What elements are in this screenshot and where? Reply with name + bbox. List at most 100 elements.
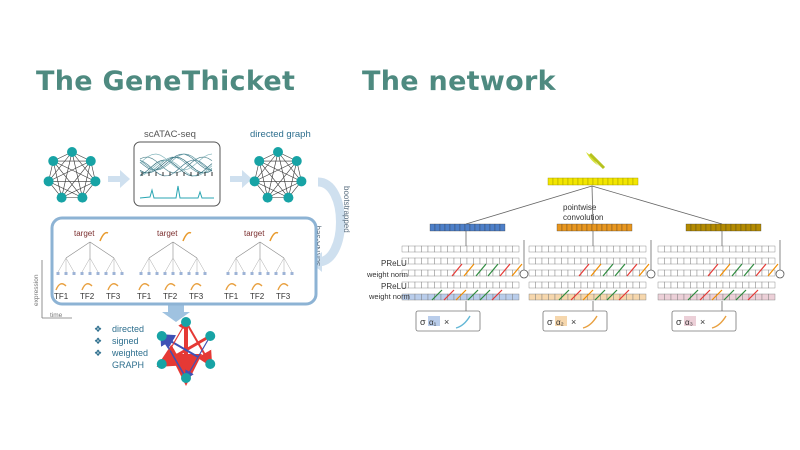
bootstrap-arrow [317, 177, 345, 267]
layer-cell [683, 269, 691, 277]
alpha-label: α₁ [429, 318, 437, 327]
conv-arrow [731, 263, 743, 277]
layer-cell [729, 281, 737, 289]
tree-leaf [171, 272, 175, 275]
layer-cell [561, 245, 569, 253]
tree-leaf [250, 272, 254, 275]
layer-cell [600, 245, 608, 253]
graph-edge [259, 160, 289, 198]
graph-edge [254, 160, 297, 182]
layer-cell [703, 245, 711, 253]
layer-cell [535, 269, 543, 277]
graph-node [48, 156, 59, 167]
times-symbol: × [444, 317, 449, 327]
layer-cell [535, 245, 543, 253]
layer-cell [587, 257, 595, 265]
layer-cell [639, 257, 647, 265]
layer-cell [593, 281, 601, 289]
top-bar-cell [627, 177, 634, 186]
layer-cell [683, 257, 691, 265]
tf-curve [251, 283, 263, 291]
layer-cell [486, 293, 494, 301]
graph-edge [71, 151, 83, 198]
layer-cell [434, 245, 442, 253]
layer-cell [473, 245, 481, 253]
column-bar-cell [755, 223, 762, 232]
tf-curve [81, 283, 93, 291]
top-bar-cell [622, 177, 629, 186]
conv-arrow [594, 289, 606, 301]
tf-curve [190, 283, 202, 291]
layer-cell [453, 257, 461, 265]
column-bar-cell [591, 223, 598, 232]
layer-cell [535, 293, 543, 301]
layer-cell [512, 257, 520, 265]
layer-cell [593, 245, 601, 253]
layer-cell [408, 257, 416, 265]
conv-arrow [467, 289, 479, 301]
signed-weighted-graph [156, 317, 216, 386]
column-bar-cell [499, 223, 506, 232]
layer-cell [574, 281, 582, 289]
signed-node [181, 317, 191, 327]
layer-cell [748, 293, 756, 301]
conv-arrow [614, 263, 626, 277]
layer-cell [670, 257, 678, 265]
conv-arrow [638, 263, 650, 277]
layer-cell [619, 257, 627, 265]
layer-cell [460, 245, 468, 253]
atac-track [139, 159, 213, 177]
top-bar-cell [607, 177, 614, 186]
layer-cell [761, 257, 769, 265]
layer-cell [632, 269, 640, 277]
sigma-symbol: σ [547, 317, 553, 327]
layer-cell [574, 245, 582, 253]
tree-leaf [104, 272, 108, 275]
conv-arrow [455, 289, 467, 301]
layer-cell [528, 269, 536, 277]
layer-cell [690, 245, 698, 253]
layer-cell [473, 281, 481, 289]
sigma-symbol: σ [676, 317, 682, 327]
column-bar-cell [586, 223, 593, 232]
flow-arrow-1 [108, 170, 130, 188]
tf-label: TF2 [163, 292, 178, 301]
layer-cell [554, 281, 562, 289]
input-curve [455, 315, 471, 329]
graph-node [291, 156, 302, 167]
layer-cell [473, 257, 481, 265]
tree-leaf [163, 272, 167, 275]
layer-cell [690, 269, 698, 277]
column-bar-cell [700, 223, 707, 232]
bootstrapped-label: bootstrapped [342, 186, 351, 233]
tree-leaf [96, 272, 100, 275]
tree-leaf [64, 272, 68, 275]
column-bar-cell [469, 223, 476, 232]
layer-cell [505, 269, 513, 277]
graph-node [67, 147, 77, 157]
layer-cell [742, 281, 750, 289]
signed-node [205, 359, 216, 369]
graph-node [56, 192, 67, 203]
layer-cell [613, 281, 621, 289]
signed-edge [161, 319, 188, 365]
layer-cell [613, 293, 621, 301]
layer-cell [434, 269, 442, 277]
layer-cell [479, 257, 487, 265]
layer-cell [657, 293, 665, 301]
layer-cell [664, 257, 672, 265]
graph-edge [288, 160, 298, 198]
conv-arrow [735, 289, 747, 301]
conv-arrow [687, 289, 699, 301]
tree-leaf [258, 272, 262, 275]
layer-cell [639, 293, 647, 301]
layer-cell [548, 245, 556, 253]
tf-label: TF3 [189, 292, 204, 301]
column-bar-cell [710, 223, 717, 232]
tree-leaf [187, 272, 191, 275]
conv-arrow [443, 289, 455, 301]
conv-arrow [626, 263, 638, 277]
layer-cell [735, 245, 743, 253]
top-bar-cell [552, 177, 559, 186]
layer-cell [606, 257, 614, 265]
